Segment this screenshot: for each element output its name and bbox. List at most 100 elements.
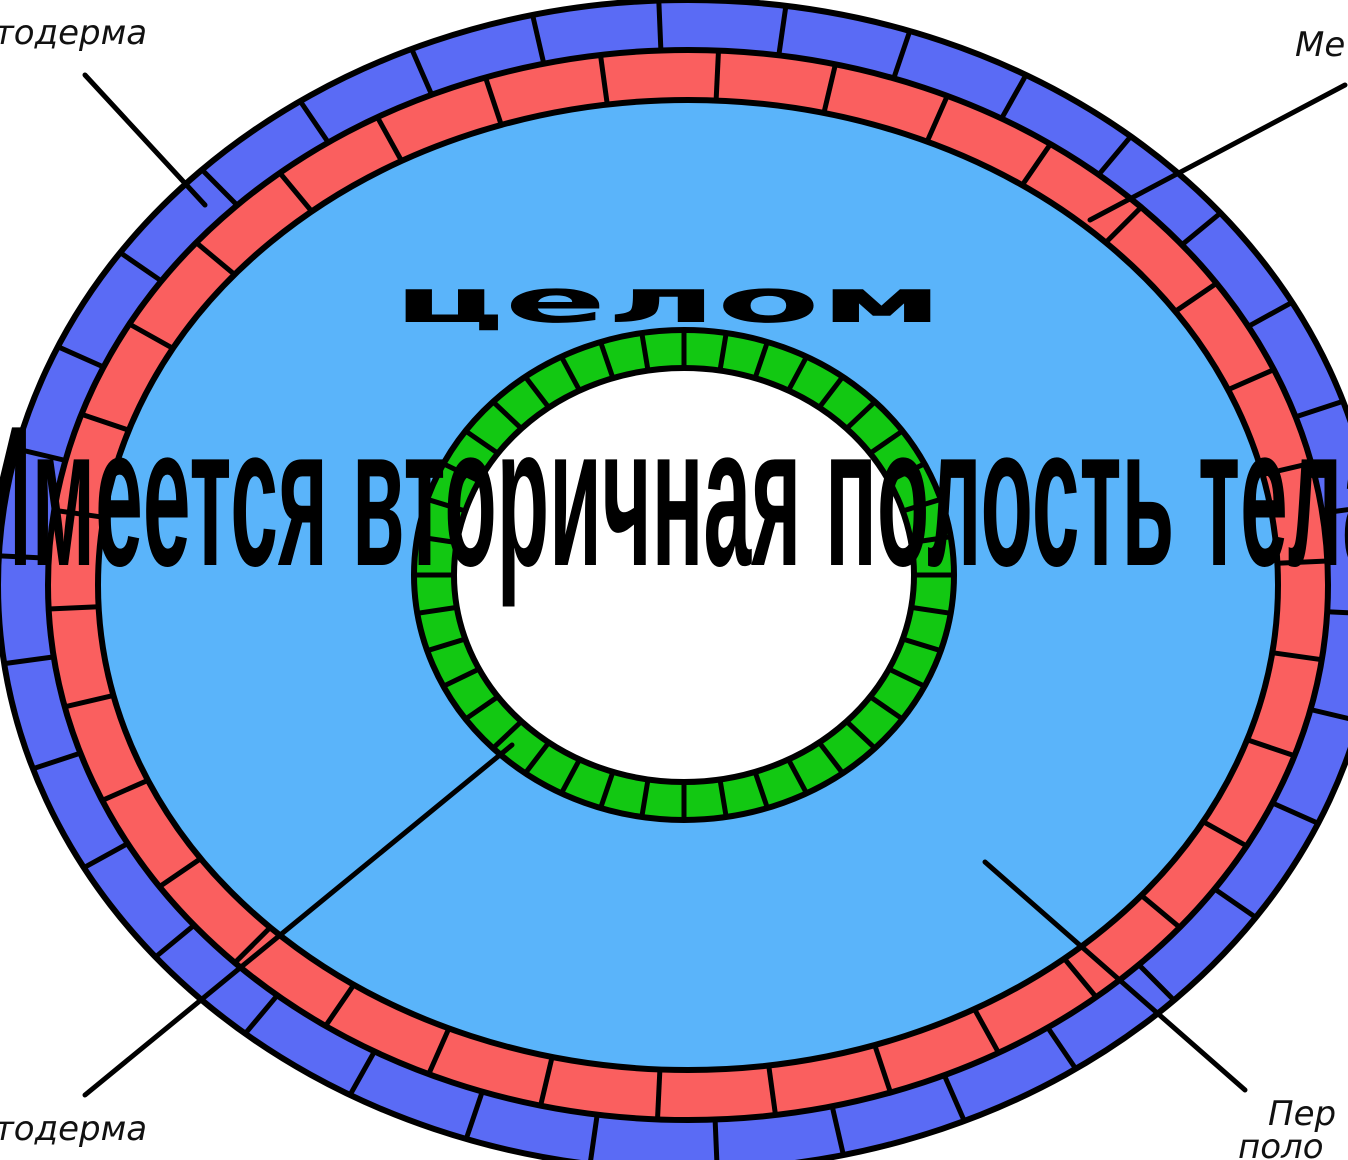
gut-cell-divider [910, 534, 952, 546]
gut-cell-divider [464, 428, 500, 456]
middle-cell-divider [1173, 281, 1218, 314]
leader-line-top-left [82, 72, 208, 208]
label-top-left: тодерма [0, 13, 147, 53]
leader-line-bottom-left [82, 742, 515, 1098]
gut-cell-divider [786, 355, 809, 392]
gut-cell-divider [426, 496, 467, 514]
gut-cell-divider [868, 694, 904, 722]
outer-cell-divider [776, 5, 789, 56]
middle-cell-divider [80, 411, 130, 433]
gut-cell-divider [752, 771, 770, 809]
gut-cell-divider [639, 332, 651, 371]
middle-cell-divider [766, 1065, 778, 1116]
gut-cell-divider [887, 666, 926, 689]
gut-cell-divider [717, 332, 729, 371]
outer-cell-divider [1321, 507, 1348, 516]
outer-cell-divider [409, 47, 434, 96]
outer-cell-divider [0, 553, 49, 561]
gut-cell-divider [523, 375, 551, 410]
outer-cell-divider [32, 750, 82, 772]
outer-cell-divider [153, 923, 196, 959]
middle-cell-divider [1271, 650, 1323, 663]
gut-cell-divider [844, 719, 877, 751]
outer-cell-divider [82, 841, 129, 870]
middle-cell-divider [128, 321, 175, 351]
outer-cell-divider [243, 993, 280, 1036]
middle-cell-divider [64, 692, 115, 710]
middle-cell-divider [1139, 893, 1182, 930]
gut-cell-divider [426, 636, 467, 654]
outer-cell-divider [1309, 707, 1348, 722]
middle-cell-divider [323, 983, 356, 1028]
gut-cell-divider [868, 428, 904, 456]
gut-cell-divider [523, 740, 551, 775]
outer-cell-divider [1294, 398, 1344, 420]
leader-lines [82, 72, 1348, 1098]
outer-cell-divider [118, 250, 163, 284]
outer-cell-divider [1180, 211, 1223, 247]
middle-cell-divider [538, 1056, 555, 1107]
middle-cell-divider [426, 1027, 452, 1076]
outer-cell-divider [942, 1074, 967, 1123]
middle-cell-divider [277, 171, 314, 213]
gut-cell-divider [910, 604, 952, 616]
gut-cell-divider [901, 636, 942, 654]
gut-cell-divider [887, 461, 926, 484]
gut-cell-divider [442, 666, 481, 689]
gut-cell-divider [817, 375, 845, 410]
middle-cell-divider [655, 1069, 663, 1120]
outer-cell-divider [829, 1105, 846, 1156]
outer-cell-divider [656, 0, 664, 51]
middle-cell-divider [53, 507, 105, 520]
gut-cell-divider [717, 779, 729, 818]
middle-cell-divider [1261, 460, 1312, 478]
middle-cell-divider [821, 63, 838, 114]
outer-cell-divider [347, 1050, 377, 1097]
outer-cell-divider [200, 168, 239, 208]
middle-cell-divider [598, 54, 610, 105]
gut-cell-divider [786, 758, 809, 795]
outer-cell-divider [463, 1090, 485, 1140]
middle-cell-divider [233, 925, 272, 965]
middle-cell-divider [101, 778, 149, 803]
middle-cell-divider [1104, 205, 1143, 245]
outer-cell-divider [1327, 609, 1348, 616]
outer-cell-divider [530, 14, 547, 65]
middle-cell-divider [1227, 367, 1275, 392]
middle-cell-divider [194, 240, 237, 277]
middle-cell-divider [1201, 819, 1248, 849]
middle-cell-divider [375, 115, 404, 163]
outer-cell-divider [891, 30, 913, 80]
label-top-right: Ме [1295, 25, 1345, 65]
gut-cell-divider [416, 534, 458, 546]
middle-cell-divider [872, 1044, 893, 1094]
outer-cell-divider [3, 654, 55, 667]
outer-cell-divider [588, 1114, 600, 1160]
outer-cell-divider [56, 344, 105, 370]
headline-title: Имеется вторичная полость тела [0, 385, 1348, 608]
gut-cell-divider [639, 779, 651, 818]
outer-cell-divider [1045, 1026, 1078, 1071]
outer-cell-divider [1247, 300, 1294, 329]
celom-label: целом [393, 267, 943, 337]
outer-cell-divider [1271, 800, 1320, 826]
middle-cell-divider [1277, 558, 1328, 566]
middle-cell-divider [483, 76, 504, 126]
outer-cell-divider [1096, 134, 1133, 177]
middle-cell-divider [713, 50, 721, 101]
middle-cell-divider [972, 1007, 1001, 1055]
gut-cell-divider [559, 758, 582, 795]
gut-cell-divider [442, 461, 481, 484]
middle-cell-divider [1246, 737, 1296, 759]
gut-cell-divider [598, 771, 616, 809]
outer-cell-divider [16, 446, 67, 463]
gut-cell-divider [464, 694, 500, 722]
gut-cell-divider [844, 399, 877, 431]
leader-line-bottom-right [982, 859, 1248, 1093]
middle-cell-divider [924, 94, 950, 143]
middle-cell-divider [48, 604, 99, 612]
gut-cell-divider [416, 604, 458, 616]
gut-cell-divider [752, 341, 770, 379]
